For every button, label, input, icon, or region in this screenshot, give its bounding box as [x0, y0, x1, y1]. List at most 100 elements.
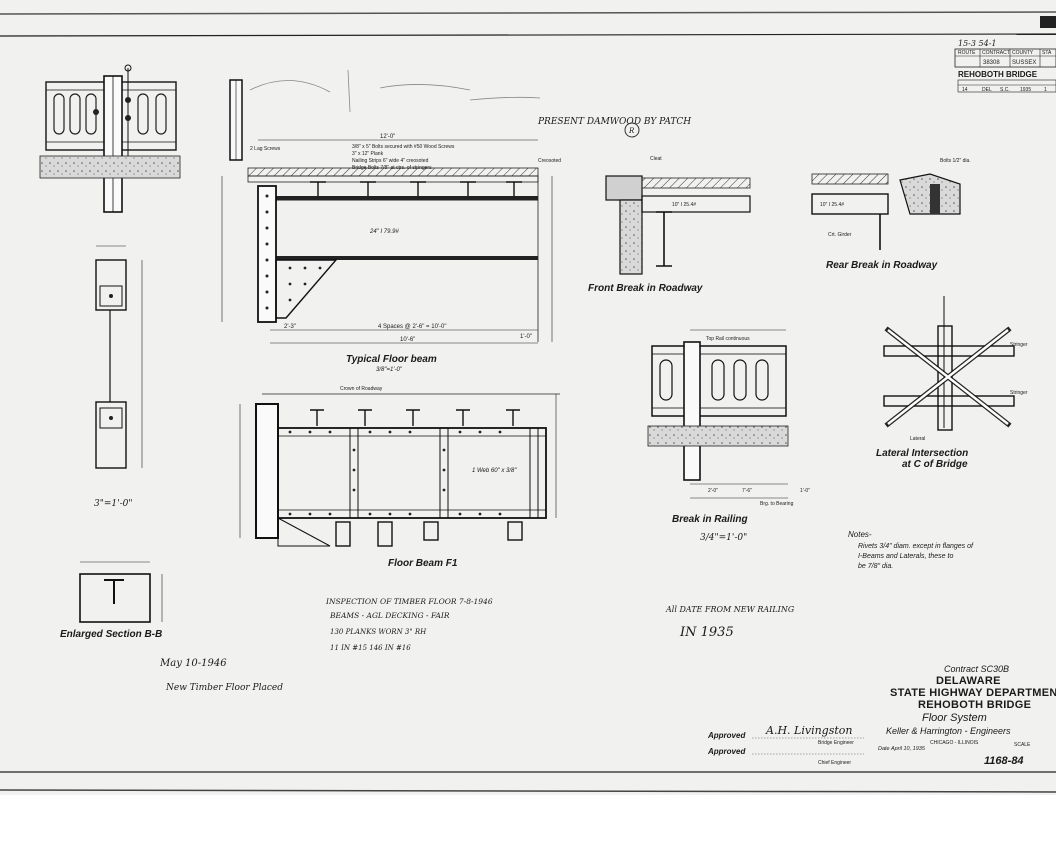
sheet-ref: 15-3 54-1 [958, 39, 997, 48]
break-in-railing-drawing: Top Rail continuous 2'-0" 7'-6" 1'-0" Br… [647, 329, 810, 543]
rear-break-note-girder: Crt. Girder [828, 232, 852, 238]
front-break-label: Front Break in Roadway [588, 283, 703, 294]
tb-bridge-name: REHOBOTH BRIDGE [958, 70, 1038, 79]
faint-sketch-marks [249, 69, 541, 113]
break-in-railing-scale: 3/4"=1'-0" [700, 533, 747, 543]
notes-line-0: Rivets 3/4" diam. except in flanges of [858, 543, 974, 550]
may-1946-note: May 10-1946 New Timber Floor Placed [159, 658, 283, 693]
tfb-dim-right: 1'-0" [520, 334, 532, 340]
tb-row2-0: 14 [962, 87, 968, 93]
tb-engineers: Keller & Harrington - Engineers [886, 726, 1011, 736]
present-damwood-note: PRESENT DAMWOOD BY PATCH R [537, 117, 691, 138]
front-break-note-cleat: Cleat [650, 156, 662, 162]
tb-header-1: CONTRACT [982, 50, 1010, 56]
tb-bridge: REHOBOTH BRIDGE [918, 699, 1031, 711]
notes-block: Notes- Rivets 3/4" diam. except in flang… [848, 530, 974, 570]
tb-department: STATE HIGHWAY DEPARTMENT [890, 687, 1056, 699]
notes-heading: Notes- [848, 530, 872, 539]
tfb-note-0: 3/8" x 5" Bolts secured with #50 Wood Sc… [352, 144, 455, 150]
tfb-note-4: 2 Lag Screws [250, 146, 281, 152]
tfb-dim-top: 12'-0" [380, 134, 395, 140]
break-in-railing-label: Break in Railing [672, 514, 748, 525]
railing-date-line-2: IN 1935 [679, 625, 734, 640]
post-detail-left: 3"=1'-0" [94, 245, 143, 509]
tfb-dim-bottom: 10'-6" [400, 337, 415, 343]
rear-break-label: Rear Break in Roadway [826, 260, 938, 271]
title-block-bottom: Contract SC30B DELAWARE STATE HIGHWAY DE… [707, 664, 1056, 767]
tb-subject: Floor System [922, 712, 987, 724]
lateral-note-stringer-2: Stringer [1010, 390, 1028, 396]
typical-floor-beam-label: Typical Floor beam [346, 354, 437, 365]
tfb-note-2: Nailing Strips 6" wide 4" creosoted [352, 158, 429, 164]
tb-row2-2: S.C. [1000, 87, 1010, 93]
typical-floor-beam-drawing: 12'-0" 4 Spaces @ 2'-6" = 10'-0" 10'-6" … [221, 79, 561, 373]
rear-break-note-bolts: Bolts 1/2" dia. [940, 158, 971, 164]
tb-row2-1: DEL [982, 87, 992, 93]
approved-1-role: Bridge Engineer [818, 740, 854, 746]
tb-header-0: ROUTE [958, 50, 976, 56]
front-break-note-member: 10" I 25.4# [672, 202, 696, 208]
may-note-line-2: New Timber Floor Placed [165, 683, 283, 693]
railing-note-7ft: 7'-6" [742, 488, 752, 494]
tb-value-2: SUSSEX [1012, 60, 1036, 66]
railing-note-top: Top Rail continuous [706, 336, 750, 342]
paper-area [0, 0, 1056, 795]
lateral-note-lateral: Lateral [910, 436, 925, 442]
title-block-top: 15-3 54-1 ROUTE CONTRACT COUNTY STA 3830… [954, 39, 1056, 93]
railing-note-2ft: 2'-0" [708, 488, 718, 494]
lateral-intersection-label2: at C of Bridge [902, 459, 968, 470]
tb-date: Date April 10, 1935 [878, 746, 926, 752]
approved-1-label: Approved [707, 731, 746, 740]
tb-scale-label: SCALE [1014, 742, 1031, 748]
f1-note-web: 1 Web 60" x 3/8" [472, 468, 517, 474]
top-annotation: PRESENT DAMWOOD BY PATCH [537, 117, 691, 127]
rear-break-drawing: 10" I 25.4# Crt. Girder Bolts 1/2" dia. … [811, 158, 971, 271]
tb-contract: Contract SC30B [944, 664, 1009, 674]
inspection-line-3: 11 IN #15 146 IN #16 [330, 644, 411, 652]
lateral-note-stringer-1: Stringer [1010, 342, 1028, 348]
front-break-drawing: 10" I 25.4# Cleat Front Break in Roadway [588, 156, 751, 294]
tfb-note-1: 3" x 12" Plank [352, 151, 384, 157]
railing-elevation-detail [39, 64, 181, 213]
tb-header-3: STA [1042, 50, 1052, 56]
tb-city: CHICAGO - ILLINOIS [930, 740, 979, 746]
circle-mark-letter: R [628, 127, 635, 135]
tb-row2-3: 1935 [1020, 87, 1031, 93]
tfb-note-3: Bridge Bolts 7/8" at ctrs. of stringers [352, 165, 432, 171]
approved-1-signature: A.H. Livingston [765, 724, 852, 737]
tfb-dim-left: 2'-3" [284, 324, 296, 330]
approved-2-role: Chief Engineer [818, 760, 851, 766]
railing-date-note: All DATE FROM NEW RAILING IN 1935 [665, 605, 795, 640]
tb-state: DELAWARE [936, 675, 1001, 687]
tb-value-1: 38308 [983, 60, 1000, 66]
lateral-intersection-drawing: Stringer Stringer Lateral Lateral Inters… [876, 296, 1028, 470]
notes-line-1: I-Beams and Laterals, these to [858, 553, 953, 560]
circle-mark [624, 122, 640, 138]
inspection-note: INSPECTION OF TIMBER FLOOR 7-8-1946 BEAM… [325, 597, 493, 652]
enlarged-section-drawing: Enlarged Section B-B [60, 561, 163, 640]
lateral-intersection-label: Lateral Intersection [876, 448, 968, 459]
may-note-line-1: May 10-1946 [159, 658, 227, 669]
tfb-note-5: Creosoted [538, 158, 561, 164]
railing-date-line-1: All DATE FROM NEW RAILING [665, 605, 795, 614]
floor-beam-f1-label: Floor Beam F1 [388, 558, 458, 569]
enlarged-section-label: Enlarged Section B-B [60, 629, 162, 640]
typical-floor-beam-scale: 3/8"=1'-0" [376, 367, 403, 373]
post-detail-scale: 3"=1'-0" [94, 499, 133, 509]
tfb-member: 24" I 79.9# [369, 229, 399, 235]
tb-row2-4: 1 [1044, 87, 1047, 93]
inspection-line-1: BEAMS - AGL DECKING - FAIR [329, 611, 450, 620]
notes-line-2: be 7/8" dia. [858, 563, 893, 570]
railing-note-brg: Brg. to Bearing [760, 501, 794, 507]
tb-drawing-no: 1168-84 [984, 755, 1024, 767]
rear-break-note-member: 10" I 25.4# [820, 202, 844, 208]
approved-2-label: Approved [707, 747, 746, 756]
railing-note-1ft: 1'-0" [800, 488, 810, 494]
tb-header-2: COUNTY [1012, 50, 1034, 56]
inspection-line-0: INSPECTION OF TIMBER FLOOR 7-8-1946 [325, 597, 493, 606]
floor-beam-f1-drawing: Crown of Roadway [239, 386, 560, 569]
f1-note-crown: Crown of Roadway [340, 386, 383, 392]
tfb-dim-spaces: 4 Spaces @ 2'-6" = 10'-0" [378, 324, 447, 330]
inspection-line-2: 130 PLANKS WORN 3" RH [330, 628, 427, 636]
